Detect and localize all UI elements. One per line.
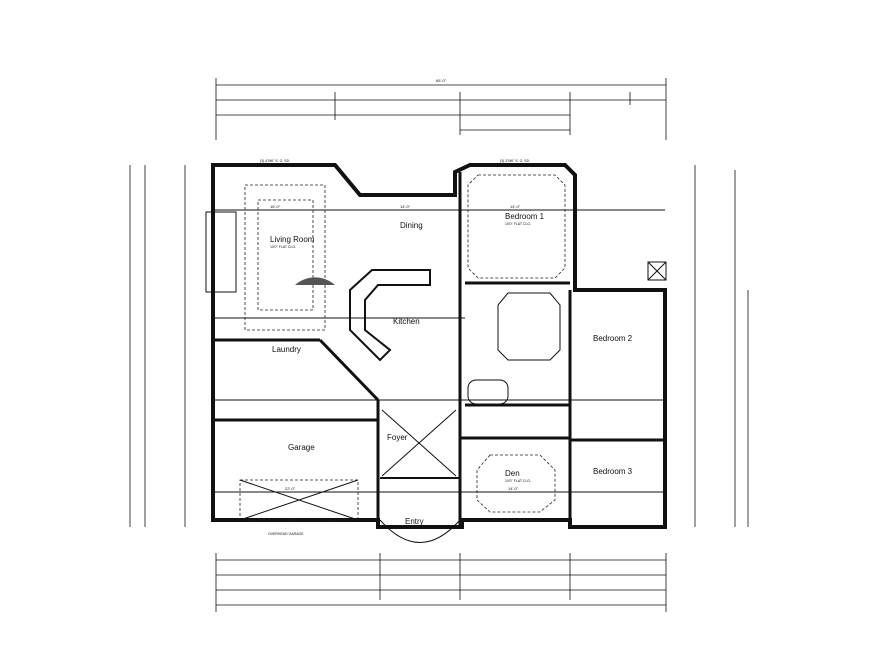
bed1-window-note: (3) 3'0W" S. G. SD. <box>500 159 530 163</box>
room-entry: Entry <box>405 517 424 526</box>
garage-dim: 22'-0" <box>285 486 296 491</box>
room-laundry: Laundry <box>272 345 301 354</box>
overall-dim: 65'-0" <box>436 78 447 83</box>
garage-door-note: OVERHEAD GARAGE <box>268 532 304 536</box>
bathtub <box>467 379 509 405</box>
interior-walls <box>213 172 665 527</box>
window-note: (3) 4'0W" S. G. SD. <box>260 159 290 163</box>
room-kitchen: Kitchen <box>393 317 420 326</box>
dining-dim: 14'-0" <box>400 204 411 209</box>
room-dining: Dining <box>400 221 423 230</box>
den-dim: 14'-0" <box>508 486 519 491</box>
den-ceiling: 10'0" FLAT CLG. <box>505 479 531 483</box>
entry-arc <box>379 519 461 543</box>
ceiling-outlines <box>239 174 566 521</box>
room-bedroom3: Bedroom 3 <box>593 467 633 476</box>
bottom-dimension-lines <box>215 553 667 612</box>
room-bedroom1: Bedroom 1 <box>505 212 545 221</box>
bed1-dim: 14'-0" <box>510 204 521 209</box>
room-garage: Garage <box>288 443 315 452</box>
living-ceiling: 10'0" FLAT CLG. <box>270 245 296 249</box>
kitchen-counter <box>349 269 431 362</box>
hvac-unit <box>647 261 667 281</box>
master-tub <box>497 292 561 361</box>
room-bedroom2: Bedroom 2 <box>593 334 633 343</box>
room-foyer: Foyer <box>387 433 408 442</box>
fireplace <box>295 277 335 285</box>
room-den: Den <box>505 469 520 478</box>
left-windows <box>205 211 237 293</box>
room-living: Living Room <box>270 235 315 244</box>
bed1-ceiling: 10'0" FLAT CLG. <box>505 222 531 226</box>
top-dimension-lines <box>215 78 667 140</box>
living-dim: 16'-0" <box>270 204 281 209</box>
side-dimension-lines <box>129 165 749 527</box>
